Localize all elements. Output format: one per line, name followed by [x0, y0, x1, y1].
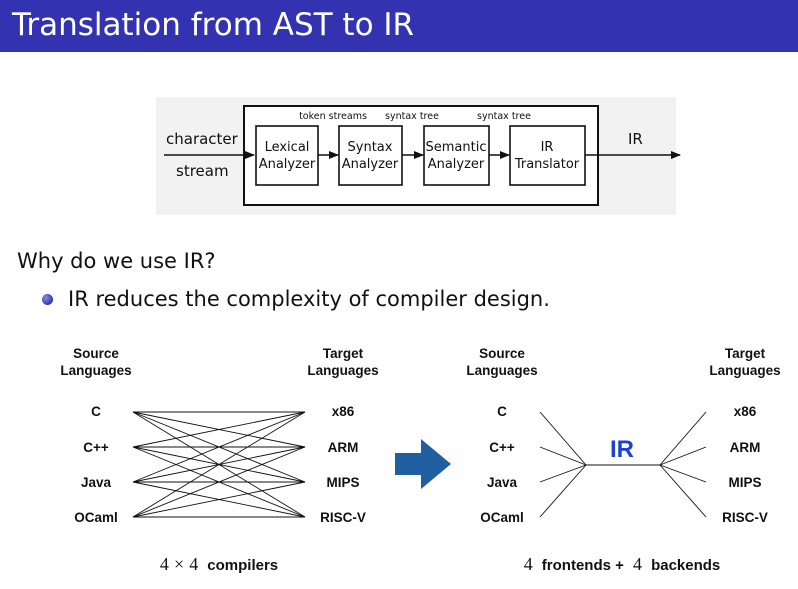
compiler-connections [132, 411, 306, 518]
left-diagram: Source Languages Target Languages C C++ … [60, 346, 378, 574]
right-source-ocaml: OCaml [480, 510, 524, 525]
right-caption-backends: backends [651, 557, 720, 574]
stage-box-syntax [338, 125, 403, 186]
frontend-c [539, 411, 587, 466]
left-caption: 4 × 4 compilers [160, 554, 278, 574]
right-caption-m: 4 [633, 554, 642, 574]
left-source-ocaml: OCaml [74, 510, 118, 525]
left-source-header-2: Languages [60, 363, 131, 378]
left-caption-times: × [174, 554, 184, 574]
edge-java-x86 [132, 411, 306, 483]
left-target-riscv: RISC-V [320, 510, 366, 525]
left-target-arm: ARM [328, 440, 359, 455]
bullet-icon [42, 294, 53, 305]
left-source-header-1: Source [73, 346, 119, 361]
frontend-cpp [539, 446, 587, 466]
left-source-c: C [91, 404, 101, 419]
bullet-text: IR reduces the complexity of compiler de… [68, 287, 550, 311]
right-diagram: Source Languages Target Languages C C++ … [466, 346, 780, 574]
edge-label-syntax-tree-2: syntax tree [477, 111, 531, 122]
stage-syntax-line1: Syntax [348, 140, 393, 155]
right-source-header-1: Source [479, 346, 525, 361]
backend-x86 [659, 411, 707, 466]
left-target-mips: MIPS [326, 475, 359, 490]
transition-arrow-icon [395, 439, 451, 489]
title-bar: Translation from AST to IR [0, 0, 798, 52]
output-label-ir: IR [628, 130, 643, 148]
right-target-header-2: Languages [709, 363, 780, 378]
stage-ir-line1: IR [541, 140, 554, 155]
right-target-header-1: Target [725, 346, 766, 361]
frontend-ocaml [539, 464, 587, 518]
right-target-mips: MIPS [728, 475, 761, 490]
stage-box-semantic [423, 125, 490, 186]
left-target-header-1: Target [323, 346, 364, 361]
left-target-header-2: Languages [307, 363, 378, 378]
input-label-character: character [166, 130, 239, 148]
edge-label-token-streams: token streams [299, 111, 367, 122]
stage-lexical-line1: Lexical [265, 140, 310, 155]
frontend-java [539, 464, 587, 483]
edge-ocaml-arm [132, 446, 306, 518]
right-source-cpp: C++ [489, 440, 515, 455]
left-caption-n: 4 [160, 554, 169, 574]
right-target-arm: ARM [730, 440, 761, 455]
left-target-x86: x86 [332, 404, 355, 419]
ir-center-label: IR [610, 436, 634, 463]
question-text: Why do we use IR? [17, 249, 216, 273]
left-caption-text: compilers [207, 557, 278, 574]
right-source-java: Java [487, 475, 518, 490]
stage-semantic-line1: Semantic [426, 140, 487, 155]
edge-label-syntax-tree-1: syntax tree [385, 111, 439, 122]
right-caption-n: 4 [524, 554, 533, 574]
stage-box-lexical [255, 125, 319, 186]
compiler-pipeline: character stream Lexical Analyzer Syntax… [156, 97, 681, 215]
right-caption-frontends: frontends + [542, 557, 624, 574]
right-source-header-2: Languages [466, 363, 537, 378]
ir-connections [539, 411, 707, 518]
right-target-x86: x86 [734, 404, 757, 419]
stage-semantic-line2: Analyzer [428, 157, 485, 172]
right-target-riscv: RISC-V [722, 510, 768, 525]
stage-ir-line2: Translator [514, 157, 580, 172]
right-caption: 4 frontends + 4 backends [524, 554, 721, 574]
stage-lexical-line2: Analyzer [259, 157, 316, 172]
backend-arm [659, 446, 707, 466]
edge-ocaml-mips [132, 481, 306, 518]
input-label-stream: stream [176, 162, 229, 180]
right-source-c: C [497, 404, 507, 419]
left-source-java: Java [81, 475, 112, 490]
left-source-cpp: C++ [83, 440, 109, 455]
edge-ocaml-x86 [132, 411, 306, 518]
stage-box-ir-translator [509, 125, 586, 186]
backend-mips [659, 464, 707, 483]
stage-syntax-line2: Analyzer [342, 157, 399, 172]
left-caption-m: 4 [189, 554, 198, 574]
slide-title: Translation from AST to IR [12, 7, 415, 43]
edge-cpp-x86 [132, 411, 306, 448]
backend-riscv [659, 464, 707, 518]
